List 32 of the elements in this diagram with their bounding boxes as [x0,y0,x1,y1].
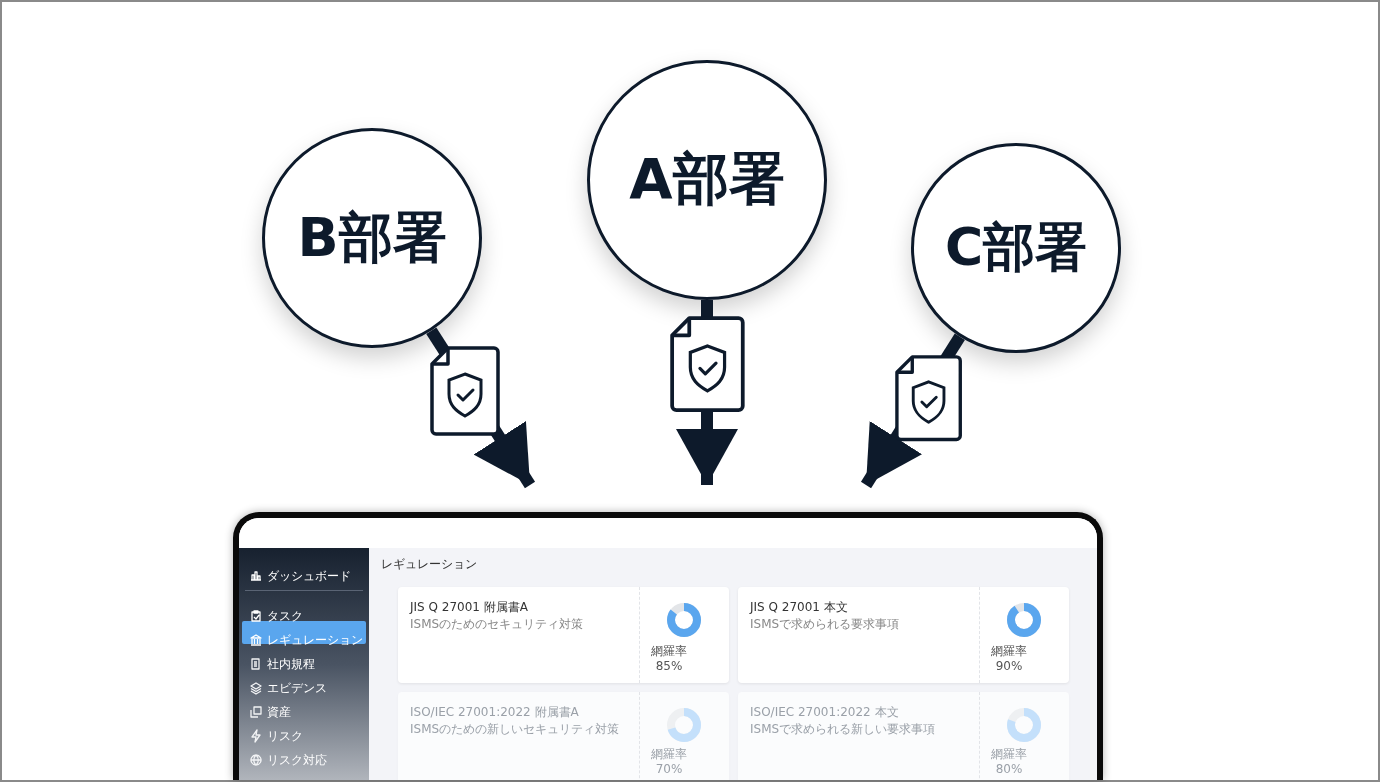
metric-value: 85% [654,659,684,674]
menu-item: ダッシュボード [267,569,351,584]
metric-label: 網羅率 [990,747,1028,762]
metric-label: 網羅率 [990,644,1028,659]
card-title: JIS Q 27001 附属書A [410,600,528,615]
card-subtitle: ISMSのための新しいセキュリティ対策 [410,722,620,737]
menu-item: レギュレーション [267,633,363,648]
metric-value: 80% [994,762,1024,777]
arrow [426,327,536,489]
menu-item: リスク [267,729,303,744]
menu-item: 社内規程 [267,657,315,672]
card-subtitle: ISMSで求められる要求事項 [750,617,900,632]
tablet-frame [233,512,1103,780]
metric-label: 網羅率 [650,644,688,659]
page-heading: レギュレーション [381,557,477,572]
metric-label: 網羅率 [650,747,688,762]
menu-item: エビデンス [267,681,327,696]
department-label: A部署 [629,145,785,213]
department-label: B部署 [297,204,447,271]
metric-value: 70% [654,762,684,777]
card-title: ISO/IEC 27001:2022 附属書A [410,705,579,720]
card-title: ISO/IEC 27001:2022 本文 [750,705,899,720]
department-label: C部署 [944,216,1088,279]
arrow [860,333,965,489]
menu-item: タスク [267,609,303,624]
menu-item: リスク対応 [267,753,327,768]
card-title: JIS Q 27001 本文 [750,600,848,615]
card-subtitle: ISMSのためのセキュリティ対策 [410,617,584,632]
metric-value: 90% [994,659,1024,674]
card-subtitle: ISMSで求められる新しい要求事項 [750,722,936,737]
menu-item: 資産 [267,705,291,720]
arrow [676,300,738,485]
